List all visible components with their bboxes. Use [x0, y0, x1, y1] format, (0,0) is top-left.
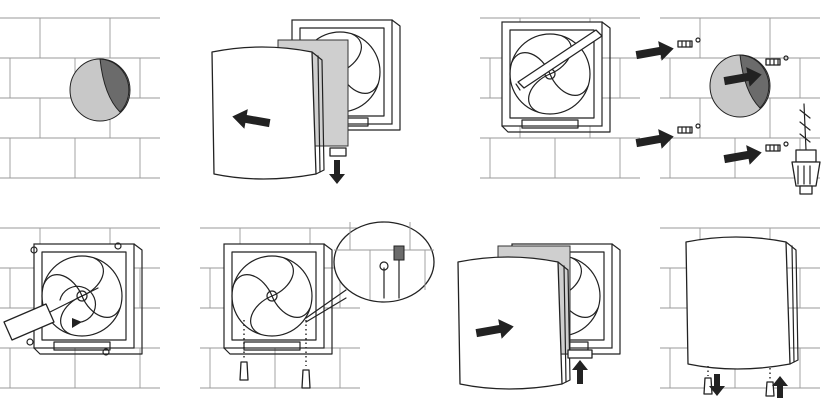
dowels-icon — [239, 320, 311, 389]
front-cover-icon — [211, 46, 325, 180]
pencil-icon — [515, 29, 603, 91]
arrow-up-icon — [772, 376, 788, 398]
step-secure-cover — [659, 227, 821, 398]
arrow-up-icon — [572, 360, 588, 384]
latch-icon — [329, 147, 347, 157]
fan-frame-icon — [34, 244, 142, 354]
step-mark-drill-holes — [479, 17, 641, 179]
step-screw-frame — [0, 227, 161, 389]
step-refit-cover — [457, 244, 620, 390]
screws-icon — [703, 366, 775, 397]
fan-frame-icon — [224, 244, 332, 354]
cable-icon — [379, 245, 405, 299]
step-drill-and-plugs — [634, 17, 821, 195]
step-remove-front-cover — [211, 20, 400, 184]
arrow-down-icon — [329, 160, 345, 184]
front-cover-icon — [685, 236, 799, 370]
arrow-down-icon — [709, 374, 725, 396]
front-cover-icon — [457, 256, 571, 390]
step-connect-wiring — [199, 221, 435, 389]
screws-icon — [26, 242, 122, 356]
duct-opening-icon — [709, 54, 771, 118]
magnifier-icon — [305, 221, 435, 323]
duct-opening-icon — [69, 58, 131, 122]
drill-icon — [791, 103, 821, 195]
latch-icon — [567, 349, 593, 359]
step-wall-hole — [0, 17, 161, 179]
screwdriver-icon — [3, 285, 99, 341]
